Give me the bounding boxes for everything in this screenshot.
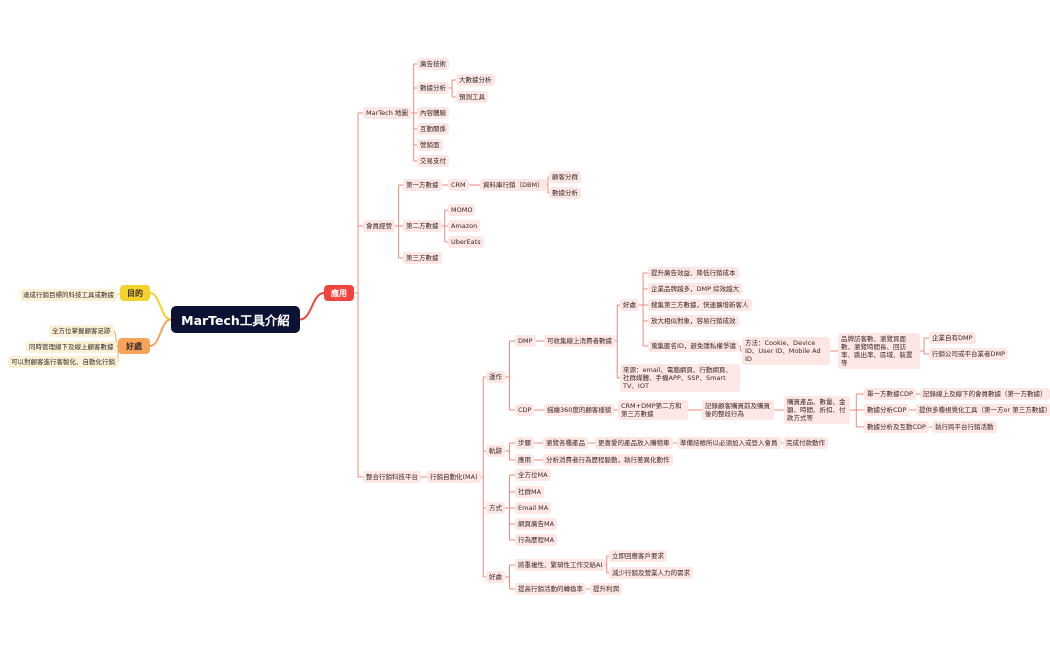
application-desc[interactable]: 分析消費者行為歷程脈動，執行差異化動作 [543,454,673,466]
operation-node[interactable]: 運作 [486,371,505,383]
connector-line [505,442,515,461]
ma-benefit-sub[interactable]: 立即回應客戶要求 [609,550,667,562]
data-analysis-node[interactable]: 數據分析 [417,82,449,94]
method-node[interactable]: 方法：Cookie、Device ID、User ID、Mobile Ad ID [742,337,830,365]
ma-benefit-item[interactable]: 提高行銷活動的轉換率 [515,583,586,595]
ma-benefit-sub[interactable]: 減少行銷及營業人力的需求 [609,567,693,579]
connector-line [850,393,864,428]
connector-line [505,340,515,411]
connector-line [739,345,742,352]
dmp-benefit-node[interactable]: 好處 [620,299,639,311]
cdp-type-node[interactable]: 單一方數據CDP [864,388,916,400]
purpose-hub[interactable]: 目的 [120,285,150,301]
way-item[interactable]: 網頁廣告MA [515,518,558,530]
connector-line [442,209,448,243]
marketing-node[interactable]: 營銷面 [417,139,443,151]
step-item[interactable]: 更喜愛的產品放入購物車 [595,437,673,449]
connector-line [505,564,515,590]
steps-node[interactable]: 步驟 [515,437,534,449]
connector-line [395,184,403,259]
crm-node[interactable]: CRM [448,179,469,191]
cdp-type-node[interactable]: 數據分析CDP [864,404,910,416]
benefit-item[interactable]: 同時管理線下及線上顧客數據 [26,341,117,353]
benefit-hub[interactable]: 好處 [118,338,150,354]
third-dmp-node[interactable]: 行銷公司或平台業者DMP [929,348,1009,360]
connector-line [505,474,515,541]
content-node[interactable]: 內容體驗 [417,107,449,119]
connector-line [354,112,363,478]
connector-line [411,63,417,162]
dmp-benefit-item[interactable]: 企業品牌越多，DMP 綜效越大 [648,283,743,295]
way-item[interactable]: 全方位MA [515,469,551,481]
connector-line [547,176,549,194]
cdp-type-desc[interactable]: 提供多種視覺化工具（第一方or 第三方數據） [916,404,1050,416]
cdp-desc-node[interactable]: 描繪360度的顧客樣貌 [544,404,615,416]
cdp-type-node[interactable]: 數據分析及互動CDP [864,421,929,433]
way-item[interactable]: 行為歷程MA [515,534,558,546]
martech-map-node[interactable]: MarTech 地圖 [363,107,411,119]
ma-node[interactable]: 行銷自動化(MA) [427,471,481,483]
second-party-node[interactable]: 第二方數據 [403,220,442,232]
connector-line [299,292,325,321]
crm-analysis-node[interactable]: 數據分析 [549,187,581,199]
way-item[interactable]: Email MA [515,502,552,514]
payment-node[interactable]: 交易支付 [417,155,449,167]
source-node[interactable]: 來源：email、電腦網頁、行動網頁、社群媒體、手機APP、SSP、Smart … [620,364,740,392]
cdp-node[interactable]: CDP [515,404,535,416]
member-mgmt-node[interactable]: 會員經營 [363,220,395,232]
step-item[interactable]: 完成付款動作 [783,437,828,449]
dmp-benefit-item[interactable]: 蒐集匿名ID，避免隱私權爭議 [648,340,739,352]
connector-line [615,304,620,379]
interaction-node[interactable]: 互動關係 [417,123,449,135]
third-party-node[interactable]: 第三方數據 [403,252,442,264]
ways-node[interactable]: 方式 [486,502,505,514]
ad-tech-node[interactable]: 廣告技術 [417,58,449,70]
purpose-item[interactable]: 達成行銷目標的科技工具或數據 [20,289,117,301]
ma-benefit-item[interactable]: 將重複性、繁瑣性工作交給AI [515,559,606,571]
dmp-node[interactable]: DMP [515,335,536,347]
connector-line [605,555,609,574]
own-dmp-node[interactable]: 企業自有DMP [929,332,976,344]
connector-line [920,337,929,355]
connector-line [116,292,121,296]
trace-node[interactable]: 軌跡 [486,445,505,457]
method-detail-node[interactable]: 品牌訪客數、瀏覽頁面數、瀏覽時間長、回訪率、跳出率、區域、裝置等 [838,333,920,369]
way-item[interactable]: 社群MA [515,486,545,498]
benefit-item[interactable]: 全方位掌握顧客足跡 [49,325,114,337]
ma-benefit-sub[interactable]: 提升利潤 [590,583,622,595]
connector-line [149,292,172,321]
cdp-detail-node[interactable]: 購買產品、數量、金額、時間、折扣、付款方式等 [784,396,850,424]
dmp-benefit-item[interactable]: 提升廣告效益、降低行銷成本 [648,267,739,279]
connector-line [149,318,172,347]
predictive-tool-node[interactable]: 預測工具 [456,91,488,103]
ma-benefit-node[interactable]: 好處 [486,571,505,583]
step-item[interactable]: 瀏覽各種產品 [543,437,588,449]
apply-hub[interactable]: 應用 [324,285,354,301]
cdp-type-desc[interactable]: 執行跨平台行銷活動 [932,421,997,433]
segment-node[interactable]: 顧客分群 [549,171,581,183]
cdp-type-desc[interactable]: 記錄線上及線下的會員數據（第一方數據） [920,388,1050,400]
dmp-desc-node[interactable]: 可收集線上消費者數據 [544,335,615,347]
dbm-node[interactable]: 資料庫行銷（DBM） [480,179,547,191]
dmp-benefit-item[interactable]: 放大相似對象，容易行銷成效 [648,315,739,327]
cdp-record-node[interactable]: 記錄顧客購買前及購買後的整段行為 [702,400,774,420]
connector-line [113,330,119,347]
ubereats-node[interactable]: UberEats [448,236,484,248]
big-data-node[interactable]: 大數據分析 [456,74,495,86]
dmp-benefit-item[interactable]: 搜集第三方數據，快速擴增新客人 [648,299,752,311]
connector-line [449,79,456,98]
momo-node[interactable]: MOMO [448,204,476,216]
first-party-node[interactable]: 第一方數據 [403,179,442,191]
step-item[interactable]: 準備結帳所以必須加入或登入會員 [677,437,781,449]
connector-line [481,376,486,578]
amazon-node[interactable]: Amazon [448,220,481,232]
benefit-item[interactable]: 可以對顧客進行客製化、自動化行銷 [8,356,118,368]
root-topic[interactable]: MarTech工具介紹 [171,306,300,333]
connector-line [639,272,648,347]
application-node[interactable]: 應用 [515,454,534,466]
integrated-platform-node[interactable]: 整合行銷科技平台 [363,471,421,483]
cdp-combo-node[interactable]: CRM+DMP第二方和第三方數據 [618,400,688,420]
